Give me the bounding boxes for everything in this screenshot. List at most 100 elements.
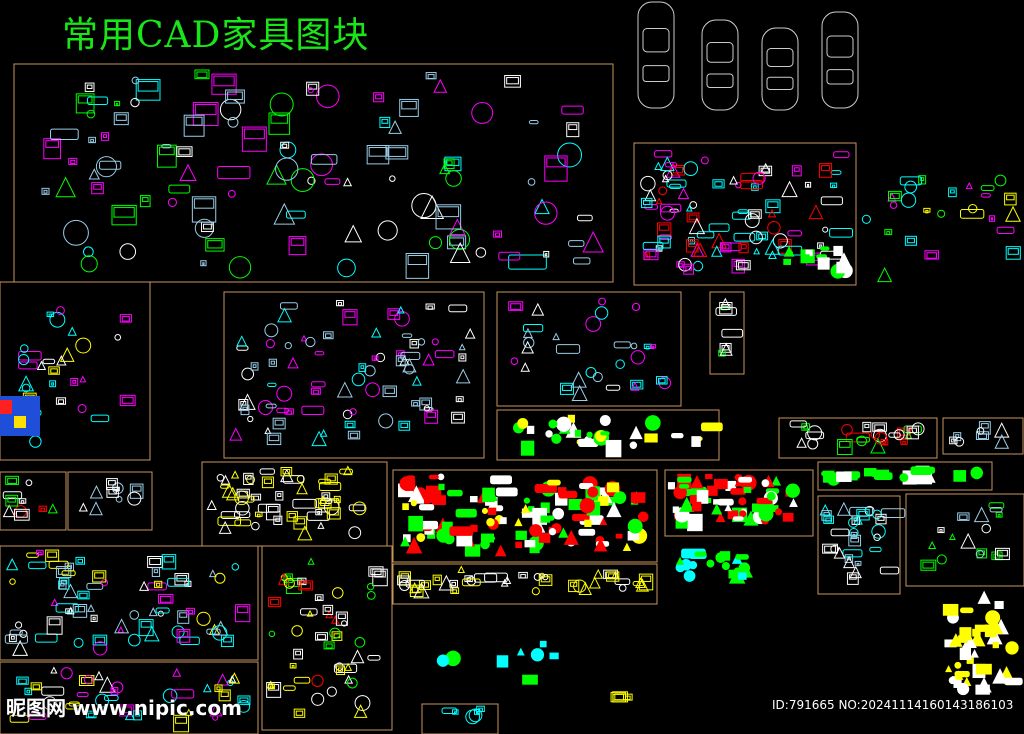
furniture-symbol bbox=[16, 676, 29, 685]
furniture-symbol bbox=[456, 533, 473, 547]
furniture-symbol bbox=[771, 475, 782, 486]
furniture-symbol bbox=[172, 667, 182, 677]
furniture-symbol bbox=[176, 629, 191, 643]
furniture-symbol bbox=[781, 180, 798, 198]
furniture-symbol bbox=[579, 498, 595, 514]
furniture-symbol bbox=[420, 195, 445, 220]
furniture-symbol bbox=[880, 439, 889, 446]
furniture-symbol bbox=[13, 508, 30, 521]
symbol-group bbox=[821, 465, 984, 486]
furniture-symbol bbox=[900, 192, 917, 208]
furniture-symbol bbox=[768, 250, 777, 260]
furniture-symbol bbox=[367, 655, 381, 661]
furniture-symbol bbox=[257, 503, 281, 513]
furniture-symbol bbox=[582, 230, 604, 253]
furniture-symbol bbox=[965, 181, 973, 190]
furniture-symbol bbox=[498, 251, 521, 261]
furniture-symbol bbox=[949, 533, 956, 540]
furniture-symbol bbox=[241, 126, 267, 152]
furniture-symbol bbox=[280, 466, 293, 477]
furniture-symbol bbox=[761, 479, 770, 488]
furniture-symbol bbox=[425, 303, 435, 310]
furniture-symbol bbox=[874, 431, 888, 445]
furniture-symbol bbox=[296, 482, 308, 495]
furniture-symbol bbox=[68, 157, 78, 165]
frame-bath-kitchen bbox=[633, 142, 857, 286]
furniture-symbol bbox=[9, 578, 16, 585]
frame-plants-b bbox=[392, 563, 658, 605]
furniture-symbol bbox=[111, 204, 137, 226]
furniture-symbol bbox=[29, 712, 47, 720]
furniture-symbol bbox=[434, 350, 455, 359]
furniture-symbol bbox=[660, 205, 676, 221]
furniture-symbol bbox=[749, 230, 763, 245]
furniture-symbol bbox=[520, 440, 535, 456]
furniture-symbol bbox=[887, 190, 902, 202]
furniture-symbol bbox=[1005, 205, 1021, 222]
furniture-symbol bbox=[959, 647, 971, 661]
furniture-symbol bbox=[336, 381, 353, 398]
furniture-symbol bbox=[351, 372, 366, 387]
furniture-symbol bbox=[557, 487, 567, 496]
furniture-symbol bbox=[516, 647, 525, 656]
furniture-symbol bbox=[694, 551, 707, 557]
furniture-symbol bbox=[719, 342, 733, 356]
furniture-symbol bbox=[517, 417, 529, 429]
furniture-symbol bbox=[371, 355, 379, 361]
furniture-symbol bbox=[218, 520, 232, 534]
furniture-symbol bbox=[335, 611, 348, 626]
furniture-symbol bbox=[588, 576, 601, 589]
furniture-symbol bbox=[438, 483, 445, 491]
furniture-symbol bbox=[508, 301, 524, 311]
furniture-symbol bbox=[443, 158, 455, 170]
furniture-symbol bbox=[700, 156, 709, 165]
furniture-symbol bbox=[735, 181, 742, 189]
furniture-symbol bbox=[644, 433, 658, 443]
furniture-symbol bbox=[333, 663, 358, 673]
furniture-symbol bbox=[324, 178, 341, 185]
furniture-symbol bbox=[5, 475, 20, 485]
furniture-symbol bbox=[455, 396, 464, 403]
symbol-group bbox=[512, 414, 723, 458]
furniture-symbol bbox=[685, 239, 699, 253]
furniture-symbol bbox=[449, 229, 471, 250]
furniture-symbol bbox=[236, 335, 248, 347]
furniture-symbol bbox=[273, 202, 296, 225]
furniture-symbol bbox=[630, 342, 638, 350]
furniture-symbol bbox=[923, 207, 931, 214]
furniture-symbol bbox=[670, 432, 684, 439]
furniture-symbol bbox=[786, 249, 794, 257]
furniture-symbol bbox=[375, 352, 386, 363]
furniture-symbol bbox=[184, 708, 193, 717]
furniture-symbol bbox=[504, 75, 521, 88]
frame-green-strip bbox=[817, 461, 993, 491]
furniture-symbol bbox=[311, 692, 325, 706]
furniture-symbol bbox=[606, 571, 620, 582]
furniture-symbol bbox=[151, 567, 161, 577]
furniture-symbol bbox=[305, 336, 316, 348]
furniture-symbol bbox=[654, 161, 663, 171]
symbol-group bbox=[229, 300, 476, 447]
furniture-symbol bbox=[957, 512, 970, 521]
furniture-symbol bbox=[424, 409, 439, 424]
furniture-symbol bbox=[686, 212, 700, 223]
symbol-group bbox=[436, 640, 559, 685]
furniture-symbol bbox=[830, 182, 838, 189]
furniture-symbol bbox=[21, 383, 31, 393]
furniture-symbol bbox=[606, 482, 620, 493]
frame-appliances bbox=[905, 493, 1024, 587]
furniture-symbol bbox=[899, 473, 909, 483]
furniture-symbol bbox=[56, 355, 67, 366]
furniture-symbol bbox=[106, 486, 119, 498]
furniture-symbol bbox=[167, 577, 190, 587]
furniture-symbol bbox=[70, 377, 79, 386]
furniture-symbol bbox=[310, 387, 321, 395]
furniture-symbol bbox=[447, 489, 463, 497]
furniture-symbol bbox=[221, 634, 234, 648]
furniture-symbol bbox=[721, 328, 744, 338]
furniture-symbol bbox=[275, 491, 284, 501]
frame-left-stairs bbox=[0, 281, 151, 461]
furniture-symbol bbox=[630, 381, 640, 391]
furniture-symbol bbox=[423, 497, 431, 504]
